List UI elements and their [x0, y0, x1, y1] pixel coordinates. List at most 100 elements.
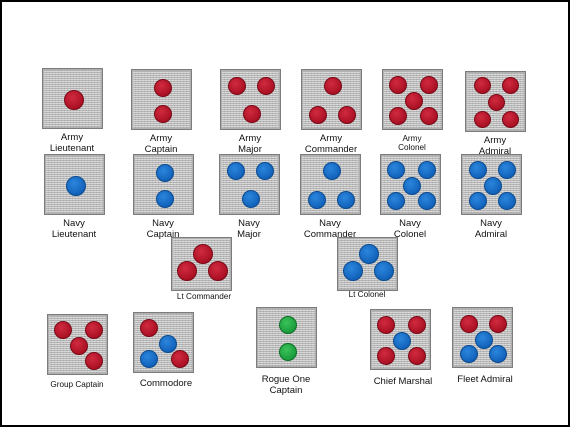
army-commander-patch [301, 69, 362, 130]
rank-dot-red [257, 77, 275, 95]
rank-dot-blue [387, 161, 405, 179]
rank-dot-blue [393, 332, 411, 350]
rank-dot-red [502, 77, 519, 94]
rogue-one-captain-patch [256, 307, 317, 368]
army-colonel-patch [382, 69, 443, 130]
navy-major-label: Navy Major [237, 218, 261, 240]
commodore-patch [133, 312, 194, 373]
rank-dot-red [228, 77, 246, 95]
rank-dot-red [177, 261, 197, 281]
navy-captain-label: Navy Captain [146, 218, 180, 240]
rank-dot-green [279, 343, 297, 361]
army-captain-label: Army Captain [144, 133, 178, 155]
rank-dot-blue [308, 191, 326, 209]
rank-dot-blue [484, 177, 502, 195]
rank-dot-red [389, 76, 407, 94]
rank-dot-blue [159, 335, 177, 353]
rank-dot-blue [66, 176, 86, 196]
rank-dot-blue [359, 244, 379, 264]
rank-dot-blue [469, 161, 487, 179]
rank-dot-blue [156, 164, 174, 182]
rank-dot-red [54, 321, 72, 339]
rank-dot-red [489, 315, 507, 333]
rank-dot-red [474, 77, 491, 94]
rank-dot-red [420, 107, 438, 125]
rank-dot-red [85, 321, 103, 339]
rank-dot-blue [242, 190, 260, 208]
army-admiral-patch [465, 71, 526, 132]
fleet-admiral-label: Fleet Admiral [457, 374, 513, 385]
rank-dot-blue [498, 161, 516, 179]
lt-commander-label: Lt Commander [176, 292, 232, 301]
group-captain-label: Group Captain [50, 380, 104, 389]
navy-lieutenant-label: Navy Lieutenant [51, 218, 97, 240]
lt-colonel-label: Lt Colonel [348, 290, 386, 299]
rank-dot-blue [337, 191, 355, 209]
rank-dot-blue [460, 345, 478, 363]
rank-dot-red [140, 319, 158, 337]
rank-dot-green [279, 316, 297, 334]
army-lieutenant-patch [42, 68, 103, 129]
rank-dot-red [377, 347, 395, 365]
navy-lieutenant-patch [44, 154, 105, 215]
army-lieutenant-label: Army Lieutenant [49, 132, 95, 154]
army-captain-patch [131, 69, 192, 130]
rank-dot-blue [387, 192, 405, 210]
rank-dot-red [85, 352, 103, 370]
rank-dot-red [193, 244, 213, 264]
rank-dot-red [208, 261, 228, 281]
navy-admiral-patch [461, 154, 522, 215]
navy-commander-patch [300, 154, 361, 215]
rank-dot-blue [489, 345, 507, 363]
rank-dot-blue [156, 190, 174, 208]
lt-colonel-patch [337, 237, 398, 291]
rank-dot-red [408, 316, 426, 334]
rank-dot-blue [323, 162, 341, 180]
army-colonel-label: Army Colonel [398, 134, 426, 153]
rank-dot-blue [498, 192, 516, 210]
rank-dot-blue [227, 162, 245, 180]
army-major-patch [220, 69, 281, 130]
army-admiral-label: Army Admiral [478, 135, 512, 157]
rank-dot-blue [374, 261, 394, 281]
army-major-label: Army Major [238, 133, 262, 155]
rank-dot-blue [403, 177, 421, 195]
chief-marshal-patch [370, 309, 431, 370]
navy-colonel-label: Navy Colonel [393, 218, 427, 240]
army-commander-label: Army Commander [304, 133, 358, 155]
rank-dot-red [64, 90, 84, 110]
rank-dot-red [171, 350, 189, 368]
rank-dot-red [243, 105, 261, 123]
rank-dot-red [324, 77, 342, 95]
rank-dot-red [338, 106, 356, 124]
group-captain-patch [47, 314, 108, 375]
rank-dot-red [70, 337, 88, 355]
chief-marshal-label: Chief Marshal [373, 376, 433, 387]
lt-commander-patch [171, 237, 232, 291]
commodore-label: Commodore [139, 378, 193, 389]
rank-dot-blue [469, 192, 487, 210]
navy-major-patch [219, 154, 280, 215]
rank-dot-red [154, 79, 172, 97]
rank-dot-red [377, 316, 395, 334]
rank-dot-red [408, 347, 426, 365]
rank-dot-blue [343, 261, 363, 281]
rank-dot-blue [256, 162, 274, 180]
rank-dot-red [474, 111, 491, 128]
rank-dot-red [309, 106, 327, 124]
rank-dot-red [502, 111, 519, 128]
rank-dot-blue [418, 192, 436, 210]
rank-dot-red [154, 105, 172, 123]
rank-dot-blue [475, 331, 493, 349]
rank-dot-blue [140, 350, 158, 368]
rank-dot-red [488, 94, 505, 111]
fleet-admiral-patch [452, 307, 513, 368]
navy-admiral-label: Navy Admiral [474, 218, 508, 240]
navy-captain-patch [133, 154, 194, 215]
rank-dot-red [460, 315, 478, 333]
rank-dot-blue [418, 161, 436, 179]
rogue-one-captain-label: Rogue One Captain [261, 374, 311, 396]
rank-dot-red [420, 76, 438, 94]
rank-dot-red [389, 107, 407, 125]
